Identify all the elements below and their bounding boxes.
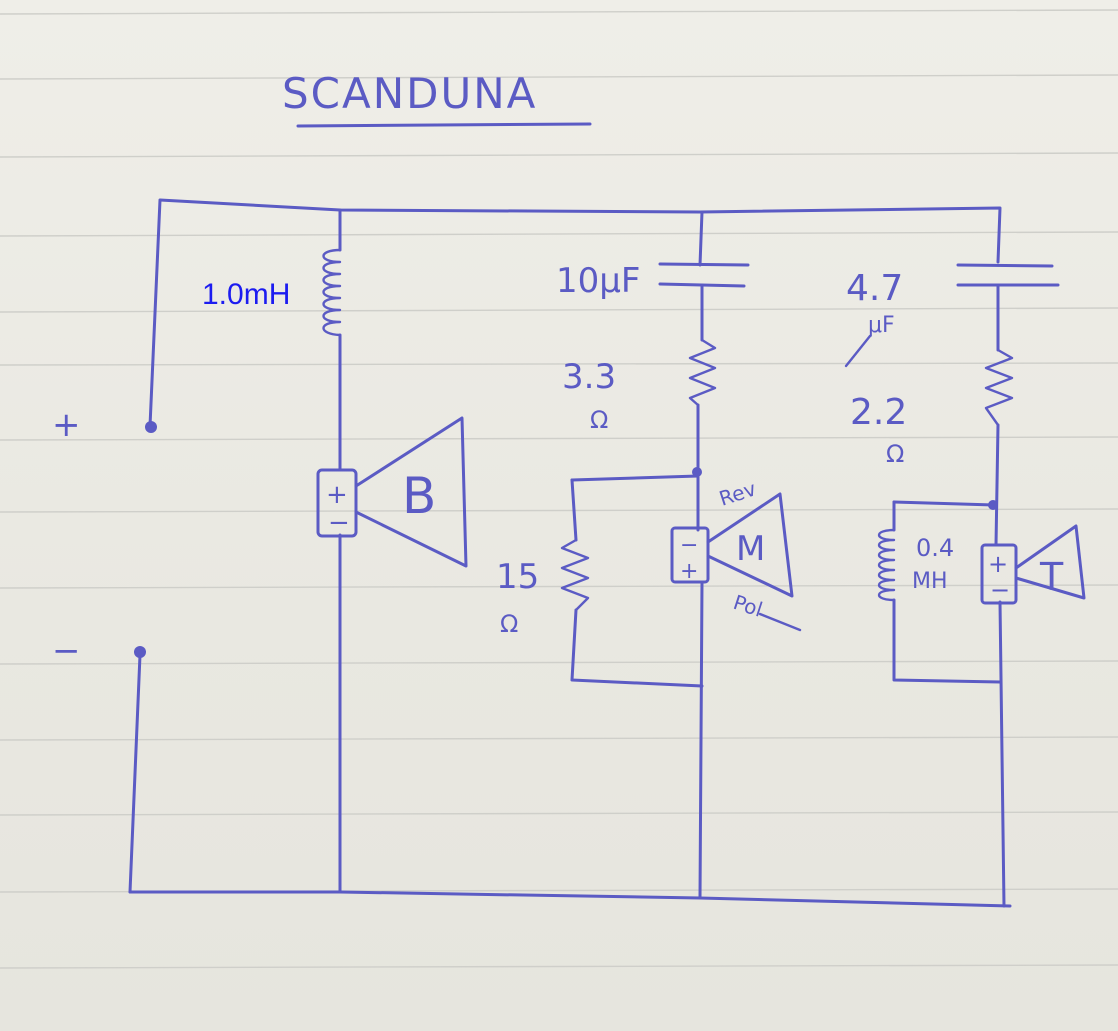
mid-plus: + bbox=[680, 559, 698, 584]
tweeter-inductor-unit: MH bbox=[912, 569, 948, 594]
mid-series-resistor-unit: Ω bbox=[590, 406, 608, 434]
tweeter-capacitor-leader bbox=[844, 334, 872, 368]
mid-note-bottom: Pol bbox=[730, 590, 765, 622]
bass-letter: B bbox=[402, 467, 436, 525]
tweeter-junction bbox=[988, 500, 998, 510]
bass-driver: + − B bbox=[316, 416, 468, 568]
mid-letter: M bbox=[736, 529, 765, 569]
bass-minus: − bbox=[328, 508, 350, 538]
title-underline bbox=[296, 122, 592, 128]
tweeter-series-resistor-value: 2.2 bbox=[850, 392, 907, 433]
negative-terminal: − bbox=[52, 631, 146, 671]
tweeter-series-resistor-unit: Ω bbox=[886, 440, 904, 468]
tweeter-series-resistor-symbol bbox=[984, 348, 1014, 427]
page-title: SCANDUNA bbox=[282, 69, 537, 118]
tweeter-capacitor-symbol bbox=[956, 263, 1060, 287]
mid-capacitor-label: 10μF bbox=[556, 261, 640, 301]
tweeter-driver: + − T bbox=[980, 524, 1086, 605]
bass-inductor-label: 1.0mH bbox=[202, 278, 290, 311]
tweeter-plus: + bbox=[988, 550, 1008, 578]
tweeter-inductor-coil bbox=[877, 528, 896, 602]
mid-driver: − + M Rev Pol bbox=[670, 476, 802, 632]
tweeter-inductor-value: 0.4 bbox=[916, 534, 954, 562]
plus-label: + bbox=[52, 405, 81, 445]
mid-parallel-resistor-symbol bbox=[560, 538, 590, 612]
ruled-lines bbox=[0, 9, 1118, 969]
tweeter-letter: T bbox=[1039, 555, 1064, 599]
mid-parallel-resistor-value: 15 bbox=[496, 557, 539, 597]
mid-capacitor-symbol bbox=[658, 262, 750, 288]
tweeter-capacitor-unit: μF bbox=[868, 313, 895, 338]
mid-minus: − bbox=[680, 533, 698, 558]
mid-series-resistor-symbol bbox=[688, 338, 717, 407]
minus-label: − bbox=[52, 631, 81, 671]
tweeter-minus: − bbox=[990, 576, 1010, 604]
tweeter-capacitor-value: 4.7 bbox=[846, 268, 903, 309]
wires bbox=[128, 198, 1012, 908]
mid-series-resistor-value: 3.3 bbox=[562, 357, 616, 397]
positive-terminal: + bbox=[52, 405, 157, 445]
mid-parallel-resistor-unit: Ω bbox=[500, 610, 518, 638]
bass-inductor-coil bbox=[322, 248, 342, 337]
mid-note-top: Rev bbox=[716, 476, 759, 510]
bass-plus: + bbox=[326, 480, 348, 510]
mid-junction bbox=[692, 467, 702, 477]
